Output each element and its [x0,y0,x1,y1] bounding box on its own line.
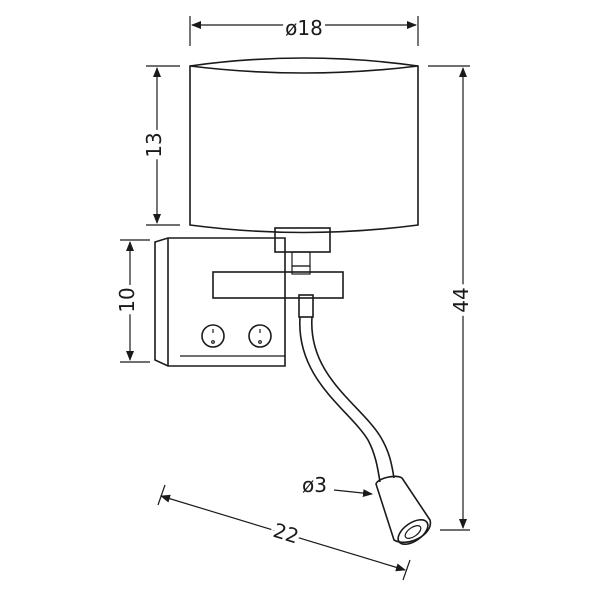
lamp-shade [189,57,419,234]
dimension-reading-diameter: ø3 [302,473,373,498]
wall-plate [154,237,286,367]
switch-right [248,324,272,348]
dimension-shade-diameter: ø18 [189,12,419,46]
dimension-label-shade-diameter: ø18 [285,16,323,40]
dimension-base-height: 10 [111,239,150,363]
dimension-total-height: 44 [428,65,477,531]
dimension-shade-height: 13 [138,65,180,226]
dimension-label-shade-height: 13 [142,132,166,157]
lamp-arm [212,265,344,299]
flexible-arm [298,294,395,483]
dimension-label-projection: 22 [270,518,301,548]
dimension-label-base-height: 10 [115,287,139,312]
switch-left [201,324,225,348]
dimension-projection: 22 [157,484,411,581]
dimension-label-total-height: 44 [449,287,473,312]
dimension-label-reading-diameter: ø3 [302,473,327,497]
shade-holder [274,227,331,267]
reading-lamp-head [375,475,431,546]
